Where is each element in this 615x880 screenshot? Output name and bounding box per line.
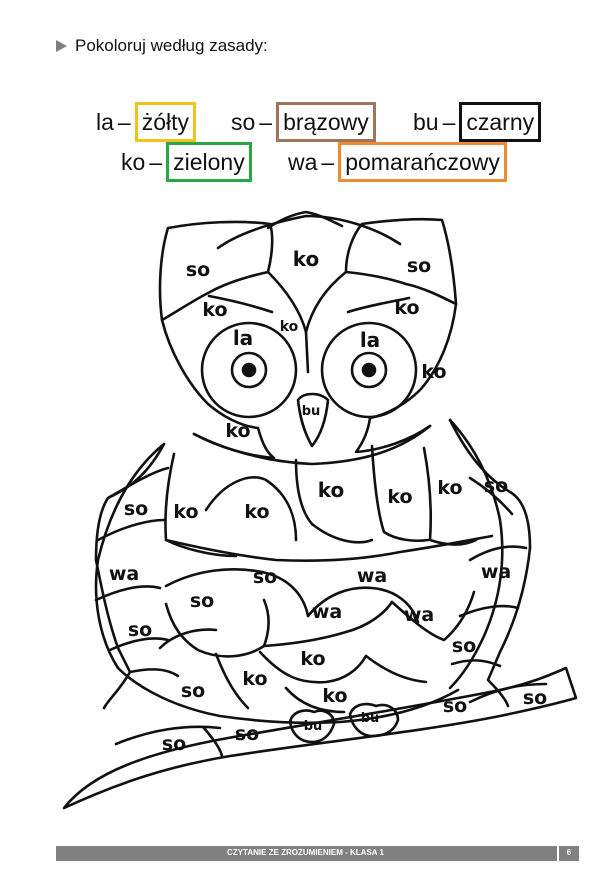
owl-syllable-label: ko — [242, 668, 267, 690]
owl-syllable-label: ko — [437, 477, 462, 499]
owl-syllable-label: wa — [312, 601, 342, 623]
owl-syllable-label: la — [233, 326, 253, 350]
legend-item-la: la – żółty — [96, 102, 196, 142]
footer-bar: CZYTANIE ZE ZROZUMIENIEM - KLASA 1 6 — [56, 846, 579, 861]
owl-syllable-label: wa — [357, 565, 387, 587]
legend-dash: – — [259, 108, 273, 135]
owl-syllable-label: ko — [300, 648, 325, 670]
legend-color-box-black: czarny — [459, 102, 542, 142]
page-number: 6 — [566, 848, 572, 857]
owl-syllable-label: so — [407, 255, 431, 277]
owl-syllable-label: so — [443, 695, 467, 717]
owl-syllable-label: wa — [109, 563, 139, 585]
instruction-text: Pokoloruj według zasady: — [75, 36, 268, 55]
owl-syllable-label: ko — [293, 247, 320, 271]
owl-syllable-label: ko — [322, 685, 347, 707]
owl-syllable-label: so — [452, 635, 476, 657]
owl-syllable-label: so — [484, 475, 508, 497]
legend-item-ko: ko – zielony — [121, 142, 252, 182]
owl-syllable-label: ko — [202, 299, 227, 321]
owl-syllable-label: ko — [244, 501, 269, 523]
legend-syllable: bu — [413, 108, 439, 135]
owl-syllable-label: so — [128, 619, 152, 641]
owl-syllable-label: so — [186, 259, 210, 281]
owl-syllable-label: so — [190, 590, 214, 612]
owl-syllable-label: so — [523, 687, 547, 709]
legend-dash: – — [442, 108, 456, 135]
owl-syllable-label: bu — [304, 719, 323, 734]
owl-syllable-label: bu — [302, 404, 321, 419]
legend-syllable: so — [231, 108, 256, 135]
owl-syllable-label: ko — [318, 478, 345, 502]
owl-syllable-label: ko — [280, 319, 299, 335]
owl-syllable-label: wa — [404, 604, 434, 626]
owl-syllable-label: ko — [421, 361, 446, 383]
legend-dash: – — [321, 148, 335, 175]
owl-syllable-label: ko — [173, 501, 198, 523]
legend-color-box-brown: brązowy — [276, 102, 376, 142]
legend-syllable: ko — [121, 148, 146, 175]
legend-item-bu: bu – czarny — [413, 102, 542, 142]
legend-item-so: so – brązowy — [231, 102, 376, 142]
owl-syllable-label: ko — [394, 297, 419, 319]
legend-dash: – — [149, 148, 163, 175]
owl-syllable-label: bu — [361, 711, 380, 726]
footer-separator — [557, 846, 559, 861]
play-triangle-icon — [56, 40, 67, 52]
owl-syllable-label: so — [162, 733, 186, 755]
owl-syllable-label: la — [360, 328, 380, 352]
owl-syllable-label: ko — [387, 486, 412, 508]
footer-title: CZYTANIE ZE ZROZUMIENIEM - KLASA 1 — [227, 848, 384, 857]
owl-syllable-label: wa — [481, 561, 511, 583]
instruction: Pokoloruj według zasady: — [56, 36, 268, 56]
legend-syllable: wa — [288, 148, 318, 175]
owl-outline — [62, 210, 578, 810]
legend-color-box-green: zielony — [166, 142, 252, 182]
legend-color-box-yellow: żółty — [134, 102, 196, 142]
owl-syllable-label: so — [124, 498, 148, 520]
legend-color-box-orange: pomarańczowy — [338, 142, 507, 182]
legend-item-wa: wa – pomarańczowy — [288, 142, 507, 182]
owl-syllable-label: so — [181, 680, 205, 702]
owl-syllable-label: so — [235, 723, 259, 745]
legend-syllable: la — [96, 108, 114, 135]
legend-dash: – — [117, 108, 131, 135]
owl-syllable-label: ko — [225, 420, 250, 442]
owl-syllable-label: so — [253, 566, 277, 588]
